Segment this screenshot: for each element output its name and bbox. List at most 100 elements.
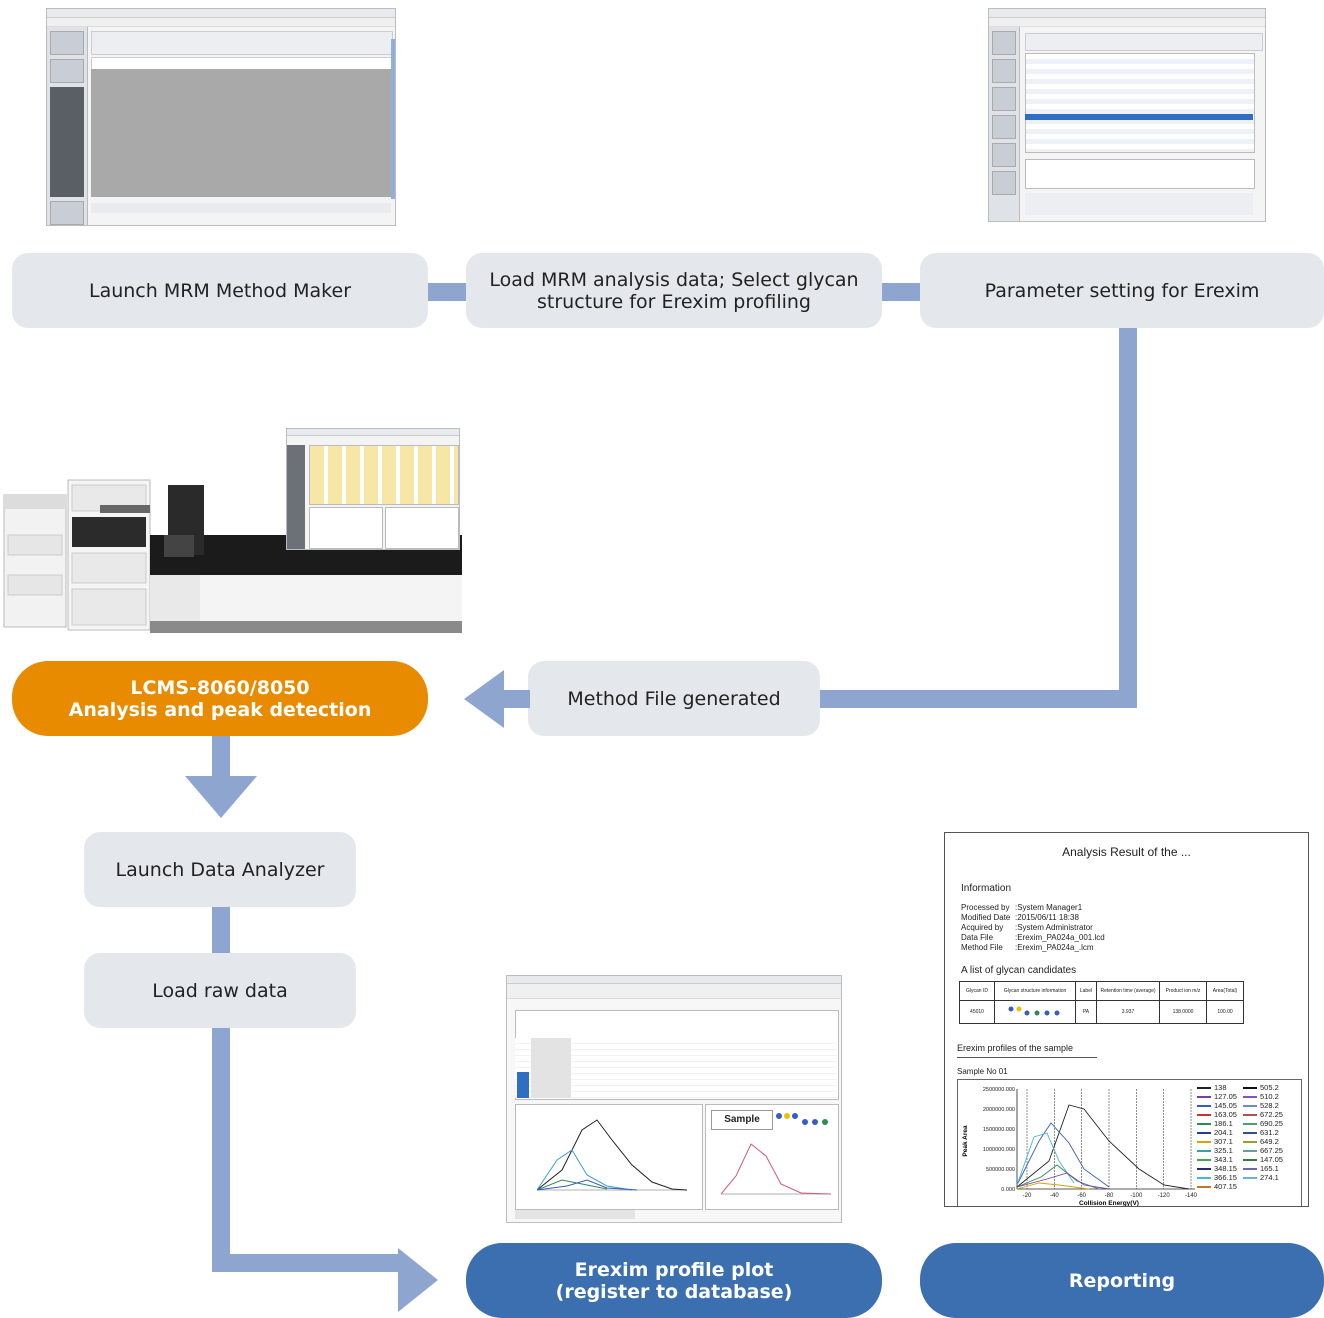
report-series-line bbox=[1016, 1172, 1110, 1190]
report-erexim-chart: 2500000.0002000000.0001500000.0001000000… bbox=[962, 1087, 1198, 1206]
step-method-file: Method File generated bbox=[528, 661, 820, 736]
report-y-tick: 1500000.000 bbox=[983, 1127, 1015, 1133]
mrm-method-maker-screenshot bbox=[46, 8, 396, 226]
report-legend-entry: 505.2 bbox=[1243, 1083, 1283, 1092]
report-legend-entry: 307.1 bbox=[1197, 1137, 1237, 1146]
report-title: Analysis Result of the ... bbox=[1062, 845, 1191, 859]
report-series-line bbox=[1016, 1104, 1190, 1190]
step-parameter-label: Parameter setting for Erexim bbox=[984, 279, 1260, 302]
report-legend-entry: 407.15 bbox=[1197, 1182, 1237, 1191]
report-legend-entry: 325.1 bbox=[1197, 1146, 1237, 1155]
report-legend-entry: 348.15 bbox=[1197, 1164, 1237, 1173]
arrow-to-lcms-icon bbox=[464, 670, 504, 728]
report-profiles-heading: Erexim profiles of the sample bbox=[957, 1043, 1074, 1053]
report-table-cell bbox=[994, 1000, 1076, 1024]
report-table-cell: 100.00 bbox=[1206, 1000, 1244, 1024]
report-legend-entry: 672.25 bbox=[1243, 1110, 1283, 1119]
report-y-tick: 2500000.000 bbox=[983, 1087, 1015, 1093]
report-screenshot: Analysis Result of the ... Information P… bbox=[944, 832, 1309, 1207]
report-series-line bbox=[1016, 1164, 1100, 1190]
report-info-value: :Erexim_PA024a_.lcm bbox=[1015, 943, 1094, 952]
step-lcms: LCMS-8060/8050 Analysis and peak detecti… bbox=[12, 661, 428, 736]
report-legend-entry: 163.05 bbox=[1197, 1110, 1237, 1119]
connector-raw-down bbox=[212, 1028, 230, 1272]
connector-param-down bbox=[1119, 328, 1137, 708]
report-x-tick: -20 bbox=[1023, 1193, 1032, 1199]
parameter-setting-screenshot bbox=[988, 8, 1266, 222]
report-series-line bbox=[1016, 1182, 1090, 1190]
report-legend-entry: 165.1 bbox=[1243, 1164, 1283, 1173]
report-table-cell: 45010 bbox=[959, 1000, 995, 1024]
report-legend-entry: 366.15 bbox=[1197, 1173, 1237, 1182]
step-lcms-line2: Analysis and peak detection bbox=[68, 698, 372, 721]
report-table-header: Retention time (average) bbox=[1096, 981, 1160, 1001]
step-erexim: Erexim profile plot (register to databas… bbox=[466, 1243, 882, 1318]
step-load-mrm-line1: Load MRM analysis data; Select glycan bbox=[489, 268, 859, 291]
report-table-cell: 3.937 bbox=[1096, 1000, 1160, 1024]
connector-method-to-lcms bbox=[500, 690, 530, 708]
connector-param-left bbox=[818, 690, 1137, 708]
data-analyzer-screenshot: Sample bbox=[506, 975, 842, 1223]
connector-lcms-down bbox=[212, 736, 230, 780]
report-x-tick: -80 bbox=[1105, 1193, 1114, 1199]
report-info-value: :Erexim_PA024a_001.lcd bbox=[1015, 933, 1105, 942]
step-lcms-line1: LCMS-8060/8050 bbox=[130, 676, 310, 699]
report-info-value: :System Manager1 bbox=[1015, 903, 1083, 912]
report-table-header: Glycan ID bbox=[959, 981, 995, 1001]
report-legend-entry: 145.05 bbox=[1197, 1101, 1237, 1110]
step-load-mrm: Load MRM analysis data; Select glycan st… bbox=[466, 253, 882, 328]
report-table-cell: PA bbox=[1075, 1000, 1097, 1024]
report-legend-entry: 510.2 bbox=[1243, 1092, 1283, 1101]
report-info-heading: Information bbox=[961, 883, 1012, 894]
report-list-heading: A list of glycan candidates bbox=[961, 965, 1077, 976]
step-parameter: Parameter setting for Erexim bbox=[920, 253, 1324, 328]
report-table-header: Product ion m/z bbox=[1159, 981, 1207, 1001]
report-info-label: Acquired by bbox=[961, 923, 1004, 932]
report-x-tick: -40 bbox=[1050, 1193, 1059, 1199]
analyzer-sample-title: Sample bbox=[711, 1110, 773, 1130]
report-y-tick: 1000000.000 bbox=[983, 1147, 1015, 1153]
report-info-label: Processed by bbox=[961, 903, 1010, 912]
report-legend-entry: 127.05 bbox=[1197, 1092, 1237, 1101]
connector-raw-right bbox=[212, 1254, 402, 1272]
report-legend-entry: 690.25 bbox=[1243, 1119, 1283, 1128]
report-y-tick: 500000.000 bbox=[986, 1167, 1015, 1173]
connector-1 bbox=[426, 283, 468, 301]
step-erexim-line2: (register to database) bbox=[555, 1280, 793, 1303]
labsolutions-screenshot bbox=[286, 428, 460, 550]
report-legend-entry: 204.1 bbox=[1197, 1128, 1237, 1137]
report-info-label: Data File bbox=[961, 933, 994, 942]
connector-2 bbox=[880, 283, 922, 301]
report-legend-entry: 649.2 bbox=[1243, 1137, 1283, 1146]
report-legend-entry: 631.2 bbox=[1243, 1128, 1283, 1137]
report-xlabel: Collision Energy(V) bbox=[1079, 1200, 1139, 1206]
report-info-label: Method File bbox=[961, 943, 1003, 952]
step-erexim-line1: Erexim profile plot bbox=[574, 1258, 774, 1281]
step-load-mrm-line2: structure for Erexim profiling bbox=[537, 290, 811, 313]
report-y-tick: 0.000 bbox=[1001, 1187, 1015, 1193]
report-x-tick: -140 bbox=[1185, 1193, 1198, 1199]
step-load-raw-label: Load raw data bbox=[152, 979, 288, 1002]
report-x-tick: -100 bbox=[1130, 1193, 1143, 1199]
report-table-header: Label bbox=[1075, 981, 1097, 1001]
report-legend-entry: 274.1 bbox=[1243, 1173, 1283, 1182]
report-table-header: Area(Total) bbox=[1206, 981, 1244, 1001]
report-info-value: :System Administrator bbox=[1015, 923, 1093, 932]
connector-analyzer-raw bbox=[212, 907, 230, 953]
step-reporting-label: Reporting bbox=[1068, 1269, 1176, 1292]
report-x-tick: -60 bbox=[1077, 1193, 1086, 1199]
step-load-raw: Load raw data bbox=[84, 953, 356, 1028]
report-legend-entry: 343.1 bbox=[1197, 1155, 1237, 1164]
report-ylabel: Peak Area bbox=[962, 1125, 969, 1157]
report-legend-entry: 667.25 bbox=[1243, 1146, 1283, 1155]
step-method-file-label: Method File generated bbox=[567, 687, 781, 710]
report-series-line bbox=[1016, 1132, 1075, 1186]
report-info-label: Modified Date bbox=[961, 913, 1011, 922]
step-launch-analyzer: Launch Data Analyzer bbox=[84, 832, 356, 907]
step-launch-analyzer-label: Launch Data Analyzer bbox=[115, 858, 325, 881]
report-legend-entry: 147.05 bbox=[1243, 1155, 1283, 1164]
step-launch-mrm-label: Launch MRM Method Maker bbox=[88, 279, 352, 302]
